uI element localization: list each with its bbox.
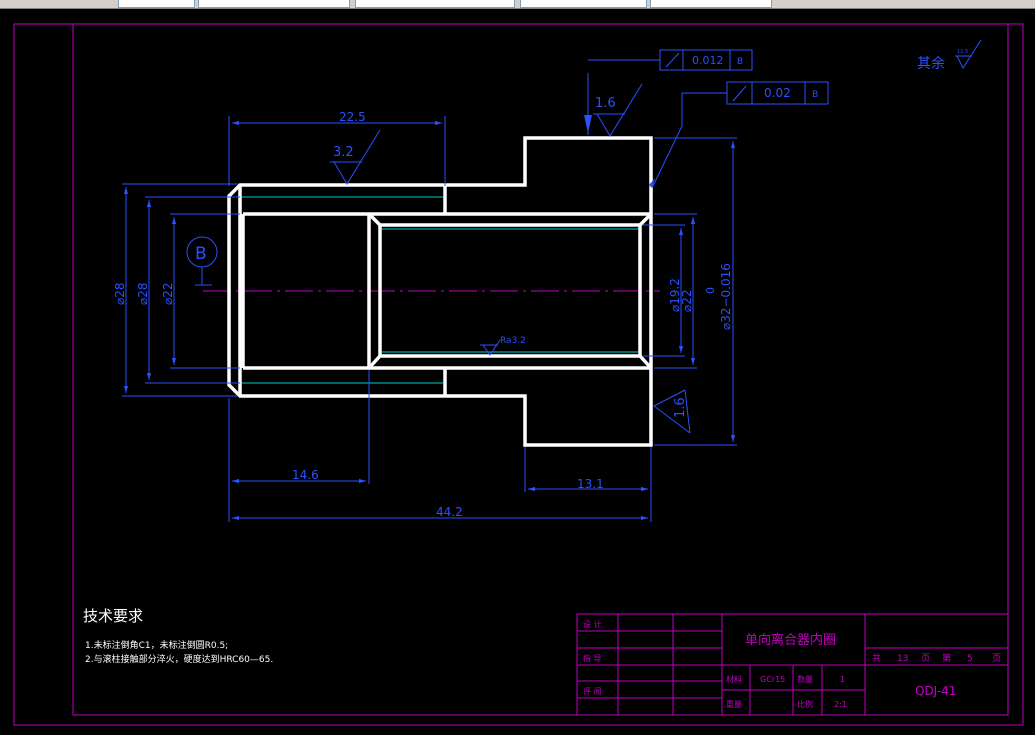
sheet-inner-border [72, 23, 1009, 716]
roughness-general-prefix: 其余 [917, 55, 945, 72]
roughness-top-right: 1.6 [595, 96, 616, 111]
dim-d22-left: ⌀22 [161, 283, 175, 306]
qty-value: 1 [840, 675, 845, 684]
title-row-guide: 指 导 [583, 653, 602, 663]
dim-d22-right: ⌀22 [680, 290, 694, 313]
dim-flange-width: 13.1 [577, 477, 604, 491]
part-outline [227, 136, 653, 447]
dim-d28-a: ⌀28 [113, 283, 127, 306]
roughness-top-left: 3.2 [333, 145, 354, 160]
datum-label: B [195, 244, 207, 264]
scale-label: 比例 [797, 699, 813, 709]
dim-d19-2: ⌀19.2 [668, 278, 682, 312]
sheets-total: 13 [897, 654, 908, 664]
toolbar-field-5[interactable] [650, 0, 772, 8]
tolerance-2-value: 0.02 [764, 86, 791, 100]
dim-inner-step: 14.6 [292, 468, 319, 482]
leader-arrow-2 [649, 178, 655, 188]
sheets-unit: 页 [921, 653, 930, 664]
sheet-no: 5 [967, 654, 973, 664]
tolerance-1-datum: B [737, 57, 743, 67]
dim-d32-upper: 0 [704, 287, 717, 294]
drawing-number: QDJ-41 [915, 684, 956, 698]
toolbar-field-4[interactable] [520, 0, 647, 8]
dim-d32: ⌀32−0.016 [719, 263, 733, 330]
sheet-prefix: 第 [942, 652, 951, 664]
datum-symbol [186, 236, 218, 286]
toolbar-field-1[interactable] [118, 0, 195, 8]
engineering-drawing: 22.5 14.6 13.1 44.2 ⌀28 ⌀28 ⌀22 ⌀19.2 ⌀2… [13, 23, 1024, 726]
scale-value: 2:1 [834, 700, 847, 709]
roughness-general-value: 12.5 [957, 49, 968, 55]
sheets-total-prefix: 共 [872, 653, 881, 664]
dim-total-length: 44.2 [436, 505, 463, 519]
sheet-outer-border [13, 23, 1024, 726]
weight-label: 重量 [726, 699, 742, 709]
material-label: 材料 [726, 674, 742, 684]
roughness-right-side: 1.6 [673, 397, 688, 418]
tolerance-frames [659, 49, 829, 105]
part-name: 单向离合器内圈 [745, 632, 836, 648]
title-row-design: 设 计 [583, 619, 602, 629]
roughness-symbols [330, 39, 982, 434]
toolbar [0, 0, 1035, 9]
leader-arrow-1 [584, 115, 592, 133]
toolbar-field-3[interactable] [355, 0, 515, 8]
dimension-lines [122, 59, 737, 522]
title-row-review: 评 阅 [583, 687, 602, 696]
notes-title: 技术要求 [83, 607, 143, 625]
command-line[interactable] [0, 728, 1035, 735]
tolerance-2-datum: B [812, 90, 818, 100]
sheet-unit: 页 [992, 653, 1001, 664]
dim-top-length: 22.5 [339, 110, 366, 124]
tolerance-1-value: 0.012 [692, 54, 724, 67]
note-item-1: 1.未标注倒角C1，未标注倒圆R0.5; [85, 639, 228, 651]
qty-label: 数量 [797, 674, 813, 684]
drawing-canvas[interactable]: 22.5 14.6 13.1 44.2 ⌀28 ⌀28 ⌀22 ⌀19.2 ⌀2… [0, 9, 1035, 735]
note-item-2: 2.与滚柱接触部分淬火，硬度达到HRC60—65. [85, 653, 273, 665]
thread-lines [242, 196, 638, 384]
toolbar-field-2[interactable] [198, 0, 350, 8]
dim-d28-b: ⌀28 [136, 283, 150, 306]
title-block-grid [576, 613, 1009, 716]
roughness-inner: Ra3.2 [500, 336, 526, 346]
material-value: GCr15 [760, 675, 785, 684]
